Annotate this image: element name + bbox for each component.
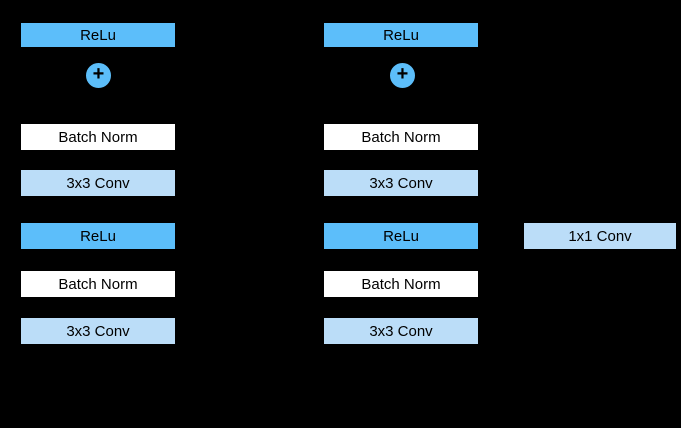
add-node: +: [389, 62, 416, 89]
conv1x1-block: 1x1 Conv: [523, 222, 677, 250]
conv3x3-block: 3x3 Conv: [20, 317, 176, 345]
conv3x3-block: 3x3 Conv: [323, 317, 479, 345]
batch-norm-block: Batch Norm: [20, 123, 176, 151]
conv3x3-block: 3x3 Conv: [323, 169, 479, 197]
relu-block: ReLu: [20, 222, 176, 250]
batch-norm-block: Batch Norm: [20, 270, 176, 298]
conv3x3-block: 3x3 Conv: [20, 169, 176, 197]
batch-norm-block: Batch Norm: [323, 270, 479, 298]
relu-block: ReLu: [20, 22, 176, 48]
add-node: +: [85, 62, 112, 89]
batch-norm-block: Batch Norm: [323, 123, 479, 151]
relu-block: ReLu: [323, 22, 479, 48]
relu-block: ReLu: [323, 222, 479, 250]
